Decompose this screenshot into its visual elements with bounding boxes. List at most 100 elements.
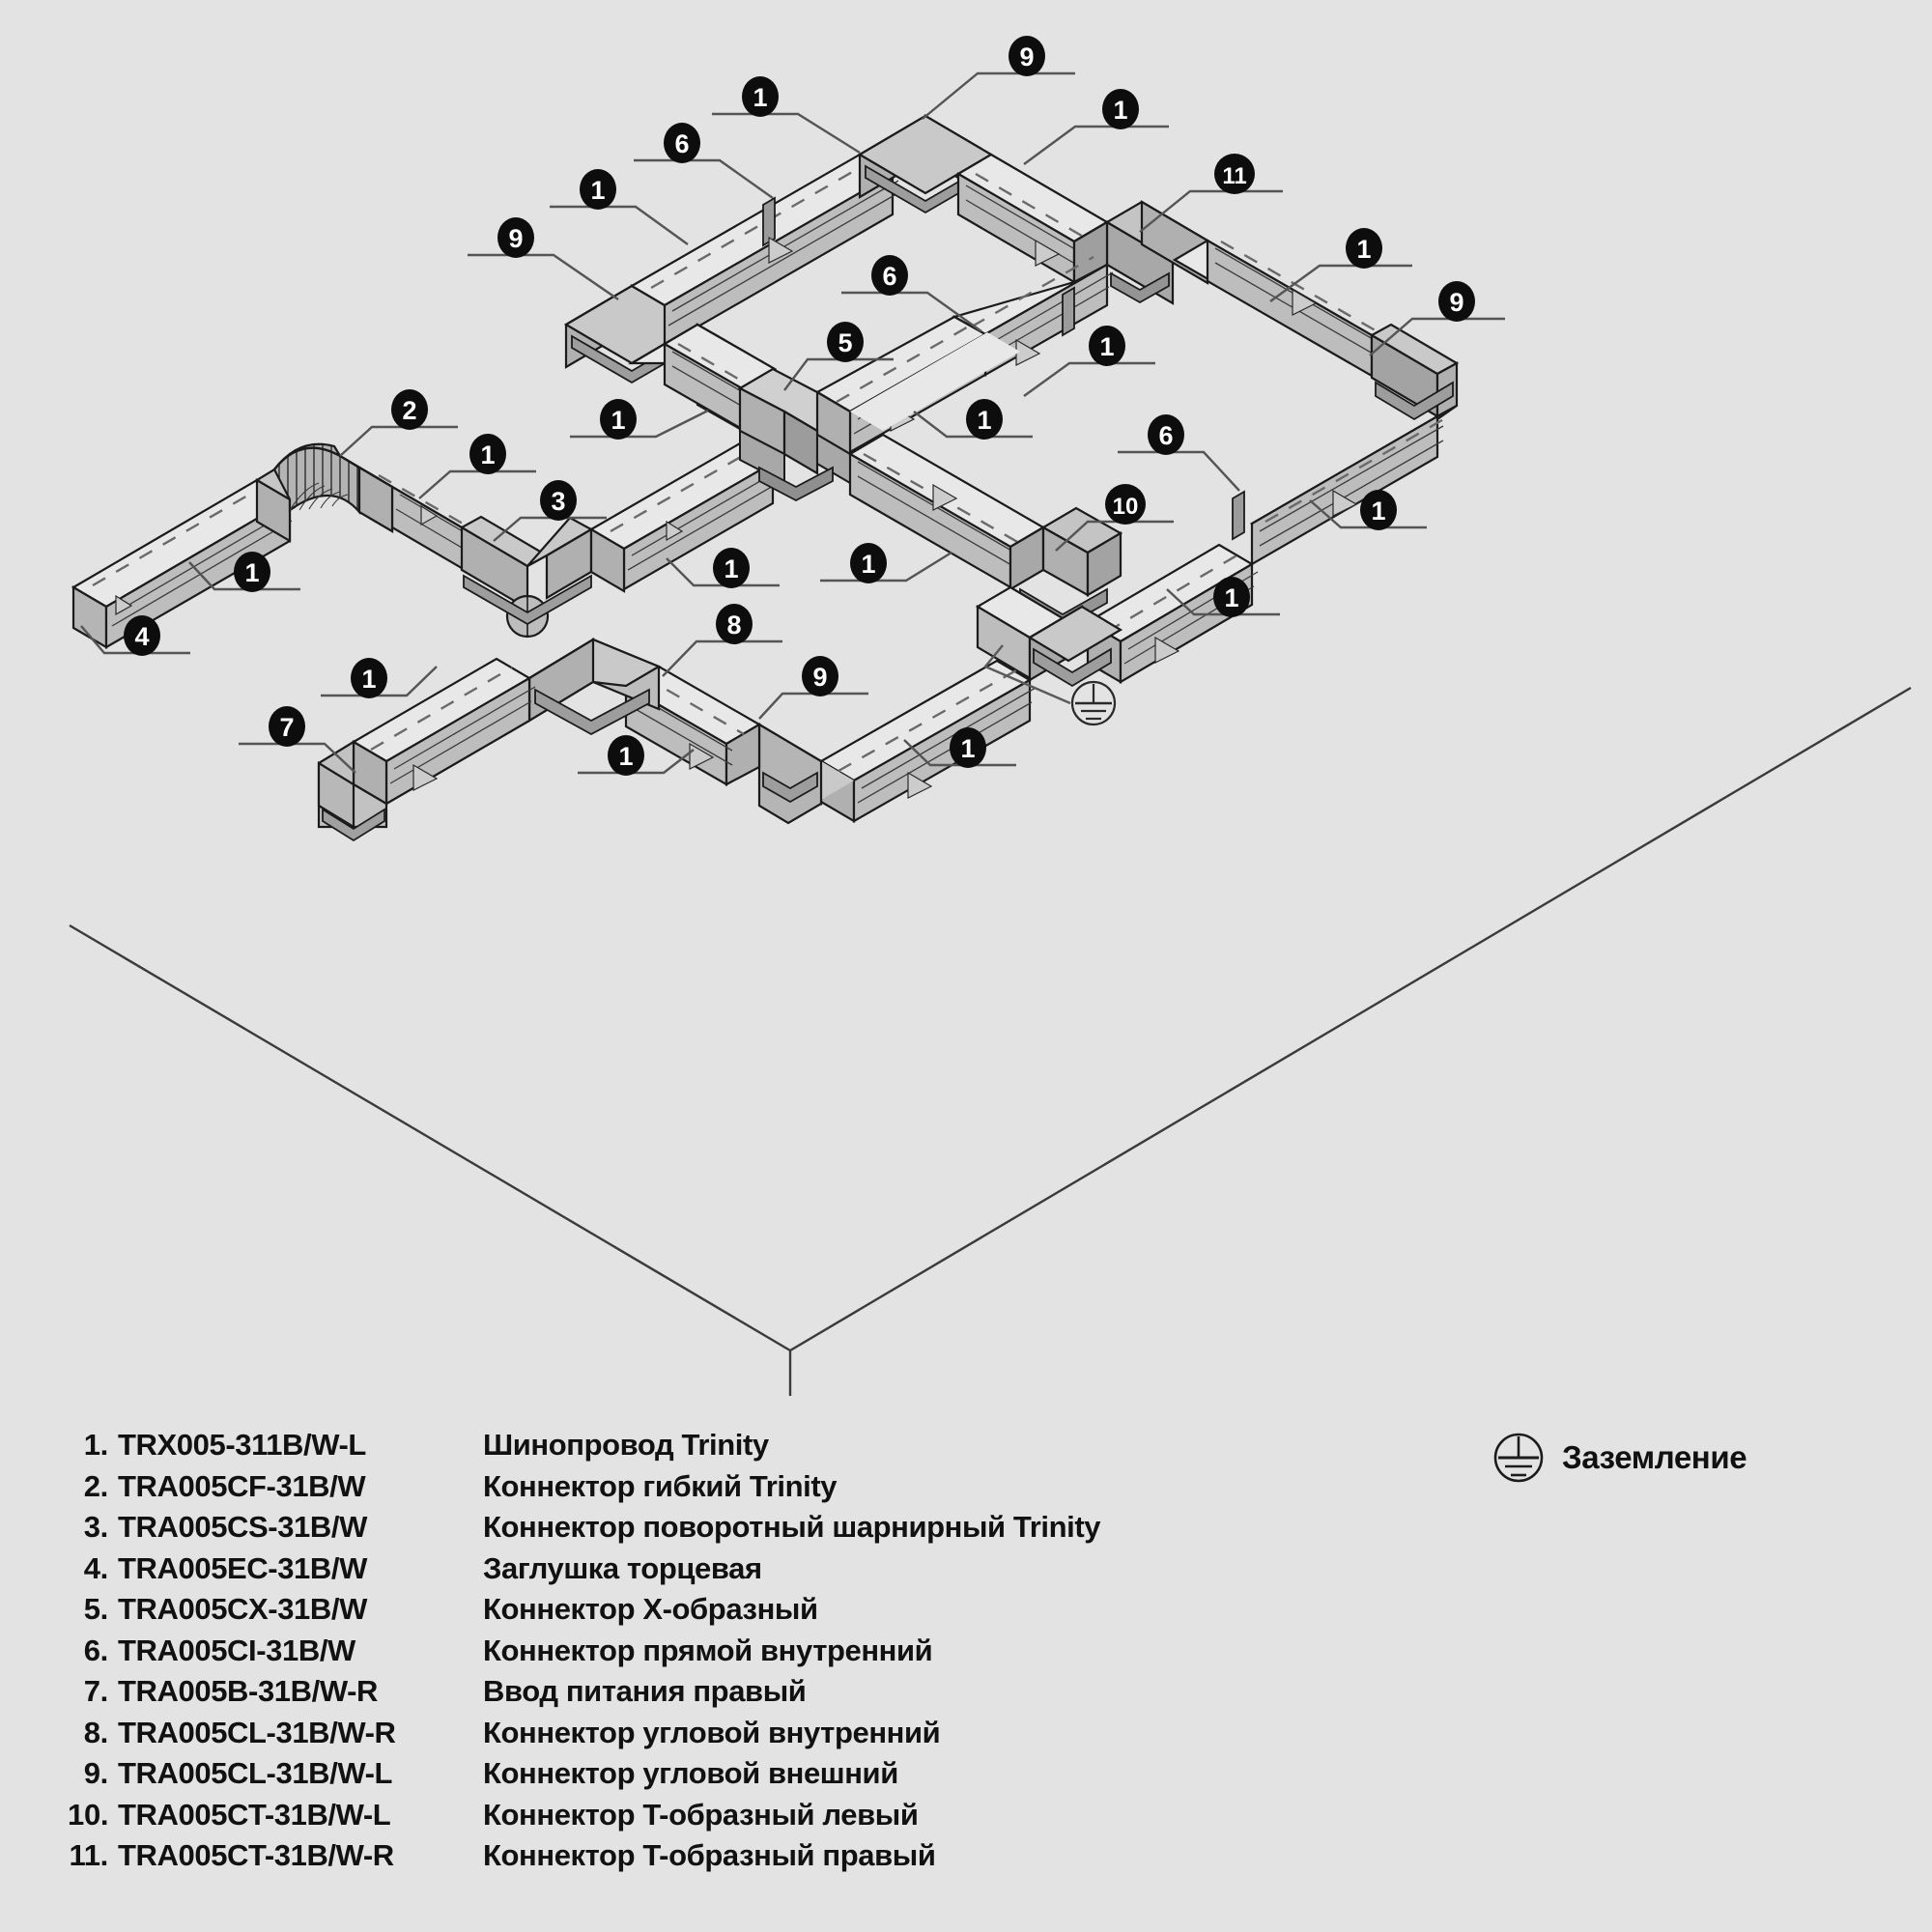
callout-2: 2 — [339, 389, 458, 457]
callout-bubble — [469, 434, 506, 474]
leader-line — [598, 205, 689, 245]
legend-item-desc: Коннектор X-образный — [483, 1592, 818, 1626]
callout-number: 1 — [1371, 497, 1385, 526]
legend-item-code: TRA005CT-31B/W-L — [118, 1797, 391, 1832]
leader-line — [662, 639, 734, 677]
callout-1: 1 — [321, 658, 438, 698]
callout-bubble — [742, 76, 779, 117]
leader-line — [1139, 189, 1235, 233]
callout-1: 1 — [1166, 577, 1280, 617]
legend-item-number: 2. — [83, 1468, 109, 1503]
callout-number: 1 — [1224, 583, 1238, 612]
inline-connector-6b — [1062, 286, 1075, 337]
callout-6: 6 — [634, 123, 774, 199]
callout-number: 1 — [480, 440, 495, 469]
callout-1: 1 — [1023, 326, 1155, 397]
callout-1: 1 — [188, 552, 300, 592]
legend-row: 9. TRA005CL-31B/W-L Коннектор угловой вн… — [68, 1756, 1884, 1798]
x-connector — [737, 367, 853, 502]
legend-row: 1. TRX005-311B/W-L Шинопровод Trinity — [68, 1428, 1884, 1469]
inline-connector-6a — [762, 196, 776, 247]
leader-line — [493, 516, 558, 542]
callout-bubble — [850, 543, 887, 583]
callout-bubble — [1438, 281, 1475, 322]
callout-1: 1 — [1309, 490, 1427, 530]
callout-bubble — [124, 615, 160, 656]
legend-item-desc: Коннектор T-образный левый — [483, 1797, 919, 1832]
callout-number: 1 — [753, 83, 767, 112]
legend-item-code: TRA005CI-31B/W — [118, 1633, 355, 1667]
callout-1: 1 — [1269, 228, 1412, 302]
track-x-to-right-loop — [850, 332, 1020, 431]
legend-item-desc: Коннектор угловой внешний — [483, 1756, 898, 1790]
leader-line — [618, 409, 709, 439]
legend-item-number: 5. — [83, 1592, 109, 1626]
callout-6: 6 — [841, 255, 982, 332]
callout-bubble — [391, 389, 428, 430]
callout-number: 6 — [882, 262, 896, 291]
track-bottom-long-run — [818, 659, 1037, 823]
inline-connector-6c — [1232, 490, 1245, 541]
earth-ground-icon — [1493, 1433, 1544, 1483]
legend-row: 8. TRA005CL-31B/W-R Коннектор угловой вн… — [68, 1716, 1884, 1757]
callout-number: 1 — [1356, 235, 1371, 264]
callout-bubble — [713, 548, 750, 588]
callout-bubble — [1360, 490, 1397, 530]
callout-number: 1 — [590, 176, 605, 205]
callout-bubble — [664, 123, 700, 163]
legend-row: 11. TRA005CT-31B/W-R Коннектор T-образны… — [68, 1838, 1884, 1880]
callout-bubble — [580, 169, 616, 210]
legend-item-code: TRA005B-31B/W-R — [118, 1674, 378, 1708]
leader-line — [287, 742, 356, 774]
t-connector-10 — [1009, 506, 1123, 630]
power-feed-block — [317, 740, 388, 842]
callout-number: 6 — [1158, 421, 1173, 450]
legend-item-code: TRA005CS-31B/W — [118, 1510, 367, 1544]
callout-number: 9 — [1019, 43, 1034, 71]
legend-item-desc: Коннектор угловой внутренний — [483, 1715, 941, 1749]
callout-number: 1 — [611, 406, 625, 435]
callout-number: 1 — [1113, 96, 1127, 125]
leader-line — [516, 253, 619, 300]
callout-10: 10 — [1055, 484, 1174, 552]
legend-item-code: TRA005CT-31B/W-R — [118, 1838, 394, 1872]
callout-1: 1 — [666, 548, 780, 588]
track-right-lower-edge — [1232, 405, 1458, 566]
callout-bubble — [871, 255, 908, 296]
leader-line — [783, 357, 845, 391]
legend-item-desc: Заглушка торцевая — [483, 1550, 762, 1585]
parts-legend: 1. TRX005-311B/W-L Шинопровод Trinity 2.… — [68, 1428, 1884, 1880]
legend-row: 6. TRA005CI-31B/W Коннектор прямой внутр… — [68, 1634, 1884, 1675]
corner-connector-branchB-9 — [757, 723, 854, 825]
callout-number: 1 — [618, 742, 633, 771]
leader-line — [188, 561, 252, 591]
track-branchB-left — [351, 657, 536, 806]
legend-item-code: TRA005CL-31B/W-R — [118, 1715, 396, 1749]
callout-bubble — [1148, 414, 1184, 455]
legend-item-number: 7. — [83, 1674, 109, 1708]
callout-bubble — [1102, 89, 1139, 129]
leader-line — [922, 71, 1027, 120]
callout-bubble — [966, 399, 1003, 440]
track-to-x-upper-left — [662, 323, 778, 431]
legend-item-desc: Коннектор прямой внутренний — [483, 1633, 933, 1667]
callout-bubble — [608, 735, 644, 776]
callout-number: 2 — [402, 396, 416, 425]
callout-11: 11 — [1139, 154, 1283, 233]
inner-corner-connector-8 — [526, 638, 662, 736]
legend-item-desc: Коннектор поворотный шарнирный Trinity — [483, 1510, 1101, 1544]
callout-bubble — [716, 604, 753, 644]
legend-item-code: TRX005-311B/W-L — [118, 1428, 366, 1462]
callout-bubble — [540, 480, 577, 521]
leader-line — [1166, 450, 1240, 492]
callout-number: 9 — [1449, 288, 1463, 317]
floor-boundary — [69, 686, 1912, 1396]
callout-number: 1 — [977, 406, 991, 435]
leader-line — [682, 158, 774, 199]
leader-line — [418, 469, 488, 499]
callout-number: 1 — [960, 734, 975, 763]
leader-line — [903, 739, 968, 767]
legend-row: 3. TRA005CS-31B/W Коннектор поворотный ш… — [68, 1510, 1884, 1551]
legend-row: 10. TRA005CT-31B/W-L Коннектор T-образны… — [68, 1798, 1884, 1839]
legend-item-code: TRA005EC-31B/W — [118, 1550, 367, 1585]
